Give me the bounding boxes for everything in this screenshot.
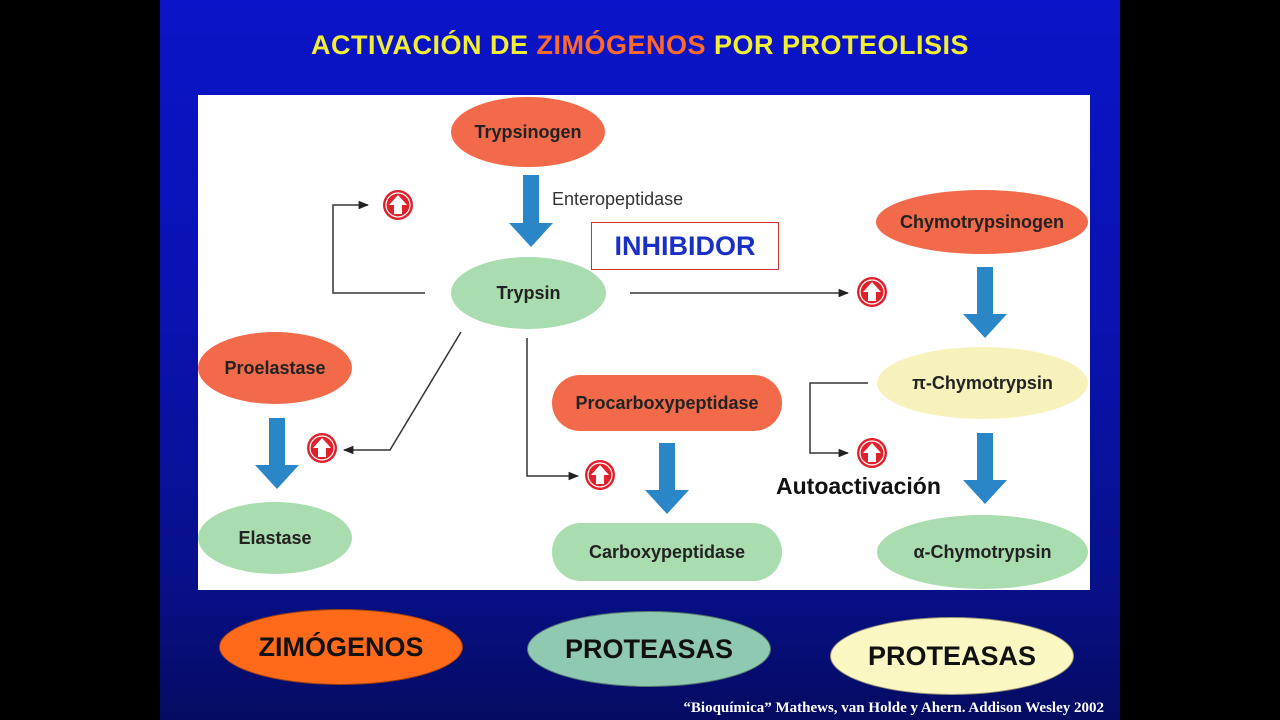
node-carboxypeptidase: Carboxypeptidase <box>552 523 782 581</box>
activation-icon <box>857 277 887 307</box>
slide: ACTIVACIÓN DE ZIMÓGENOS POR PROTEOLISIS <box>160 0 1120 720</box>
autoactivation-connector <box>809 382 868 458</box>
blue-arrow-trypsinogen <box>509 175 553 247</box>
node-procarboxypeptidase: Procarboxypeptidase <box>552 375 782 431</box>
node-trypsin: Trypsin <box>451 257 606 329</box>
slide-title: ACTIVACIÓN DE ZIMÓGENOS POR PROTEOLISIS <box>160 30 1120 61</box>
node-chymotrypsinogen: Chymotrypsinogen <box>876 190 1088 254</box>
node-trypsinogen: Trypsinogen <box>451 97 605 167</box>
activation-icon <box>857 438 887 468</box>
trypsin-to-proelastase-connector <box>342 331 462 455</box>
node-elastase: Elastase <box>198 502 352 574</box>
title-part-1: ACTIVACIÓN DE <box>310 30 537 60</box>
legend-zymogens: ZIMÓGENOS <box>219 609 463 685</box>
activation-icon <box>585 460 615 490</box>
diagram-panel: Trypsinogen Enteropeptidase Trypsin INHI… <box>198 95 1090 590</box>
diagram-connectors <box>255 175 1007 514</box>
node-proelastase: Proelastase <box>198 332 352 404</box>
activation-icon <box>383 190 413 220</box>
node-alpha-chymotrypsin: α-Chymotrypsin <box>877 515 1088 589</box>
blue-arrow-pi-chymotrypsin <box>963 433 1007 504</box>
trypsin-to-trypsin-connector <box>332 200 425 294</box>
citation: “Bioquímica” Mathews, van Holde y Ahern.… <box>683 700 1104 716</box>
blue-arrow-procarboxypeptidase <box>645 443 689 514</box>
blue-arrow-proelastase <box>255 418 299 489</box>
legend-proteases: PROTEASAS <box>527 611 771 687</box>
title-accent: ZIMÓGENOS <box>536 30 706 60</box>
inhibitor-label: INHIBIDOR <box>591 222 779 270</box>
blue-arrow-chymotrypsinogen <box>963 267 1007 338</box>
trypsin-to-procarboxypeptidase-connector <box>526 338 580 481</box>
title-part-2: POR PROTEOLISIS <box>705 30 970 60</box>
node-pi-chymotrypsin: π-Chymotrypsin <box>877 347 1088 419</box>
label-enteropeptidase: Enteropeptidase <box>552 189 684 209</box>
legend-proteases-alt: PROTEASAS <box>830 617 1074 695</box>
activation-icon <box>307 433 337 463</box>
autoactivation-label: Autoactivación <box>776 473 941 499</box>
